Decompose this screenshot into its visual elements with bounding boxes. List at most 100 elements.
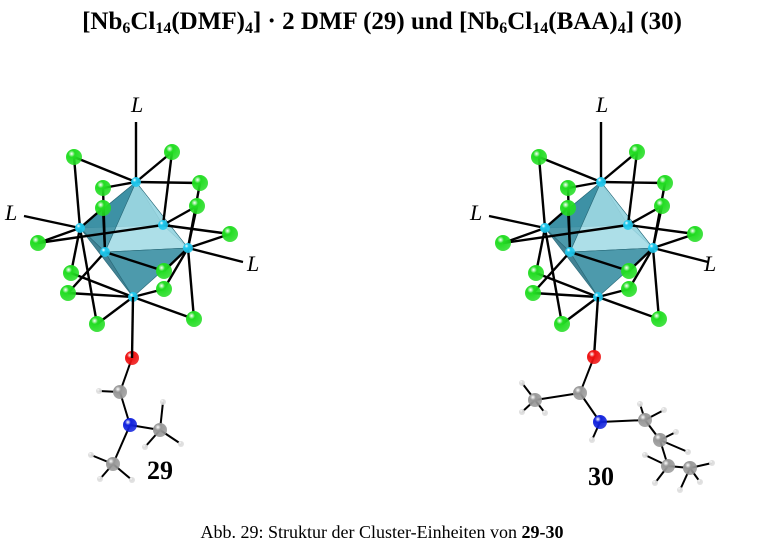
chlorine-atom [657,175,673,191]
carbon-atom [683,461,697,475]
bond [532,291,599,299]
niobium-atom [131,177,141,187]
bond [543,227,564,325]
chlorine-atom [495,235,511,251]
title-text: (DMF) [171,8,245,35]
niobium-atom [540,223,550,233]
hydrogen-atom [96,388,102,394]
hydrogen-atom [542,410,548,416]
title-sub: 6 [122,20,131,37]
bond [186,247,196,320]
chlorine-atom [222,226,238,242]
chlorine-atom [189,198,205,214]
bond [651,247,661,320]
bond [162,223,231,236]
carbon-atom [106,457,120,471]
hydrogen-atom [637,401,643,407]
title-sub: 4 [617,20,626,37]
bond [569,250,630,273]
chlorine-atom [164,144,180,160]
oxygen-atom [587,350,601,364]
bond [132,295,195,321]
nitrogen-atom [123,418,137,432]
hydrogen-atom [519,409,525,415]
figure-caption: Abb. 29: Struktur der Cluster-Einheiten … [0,522,764,543]
ligand-label: L [5,200,18,225]
bond [534,392,581,401]
title-text: Cl [130,8,156,35]
hydrogen-atom [519,380,525,386]
bond [597,295,660,321]
title-text: ] (30) [625,8,682,35]
chlorine-atom [525,285,541,301]
bond [600,180,666,185]
hydrogen-atom [589,437,595,443]
hydrogen-atom [697,479,703,485]
bond [538,155,602,184]
hydrogen-atom [709,460,715,466]
compound-label-29: 29 [147,456,173,485]
caption-text: Abb. 29: Struktur der Cluster-Einheiten … [200,522,522,542]
hydrogen-atom [97,476,103,482]
nitrogen-atom [593,415,607,429]
bond [592,296,600,358]
title-sub: 4 [244,20,253,37]
bond [488,214,546,230]
niobium-atom [158,220,168,230]
ligand-label: L [596,92,609,117]
carbon-atom [113,385,127,399]
ligand-label: L [247,251,260,276]
hydrogen-atom [178,441,184,447]
niobium-atom [648,243,658,253]
chlorine-atom [156,263,172,279]
niobium-atom [596,177,606,187]
hydrogen-atom [677,487,683,493]
hydrogen-atom [642,452,648,458]
bond [627,223,696,236]
chlorine-atom [156,281,172,297]
hydrogen-atom [142,444,148,450]
carbon-atom [528,393,542,407]
title-text: [Nb [82,8,123,35]
chlorine-atom [66,149,82,165]
bond [626,151,639,226]
niobium-atom [565,247,575,257]
bond [161,151,174,226]
title-sub: 14 [532,20,549,37]
hydrogen-atom [160,399,166,405]
chlorine-atom [186,311,202,327]
figure-title: [Nb6Cl14(DMF)4] · 2 DMF (29) und [Nb6Cl1… [0,8,764,38]
carbon-atom [653,433,667,447]
niobium-atom [75,223,85,233]
chlorine-atom [629,144,645,160]
chlorine-atom [60,285,76,301]
chlorine-atom [531,149,547,165]
niobium-atom [183,243,193,253]
bond [67,291,134,299]
bond [135,180,201,185]
chlorine-atom [192,175,208,191]
hydrogen-atom [652,480,658,486]
chlorine-atom [621,263,637,279]
hydrogen-atom [673,429,679,435]
chlorine-atom [63,265,79,281]
chlorine-atom [687,226,703,242]
chlorine-atom [554,316,570,332]
ligand-label: L [470,200,483,225]
bond [130,296,135,359]
hydrogen-atom [129,477,135,483]
niobium-atom [100,247,110,257]
bond [652,246,709,264]
chlorine-atom [654,198,670,214]
chlorine-atom [95,180,111,196]
bond [112,424,131,465]
chlorine-atom [89,316,105,332]
carbon-atom [661,459,675,473]
chlorine-atom [95,200,111,216]
chlorine-atom [651,311,667,327]
ligand-label: L [131,92,144,117]
bond [537,156,547,229]
bond [502,223,629,245]
chlorine-atom [621,281,637,297]
